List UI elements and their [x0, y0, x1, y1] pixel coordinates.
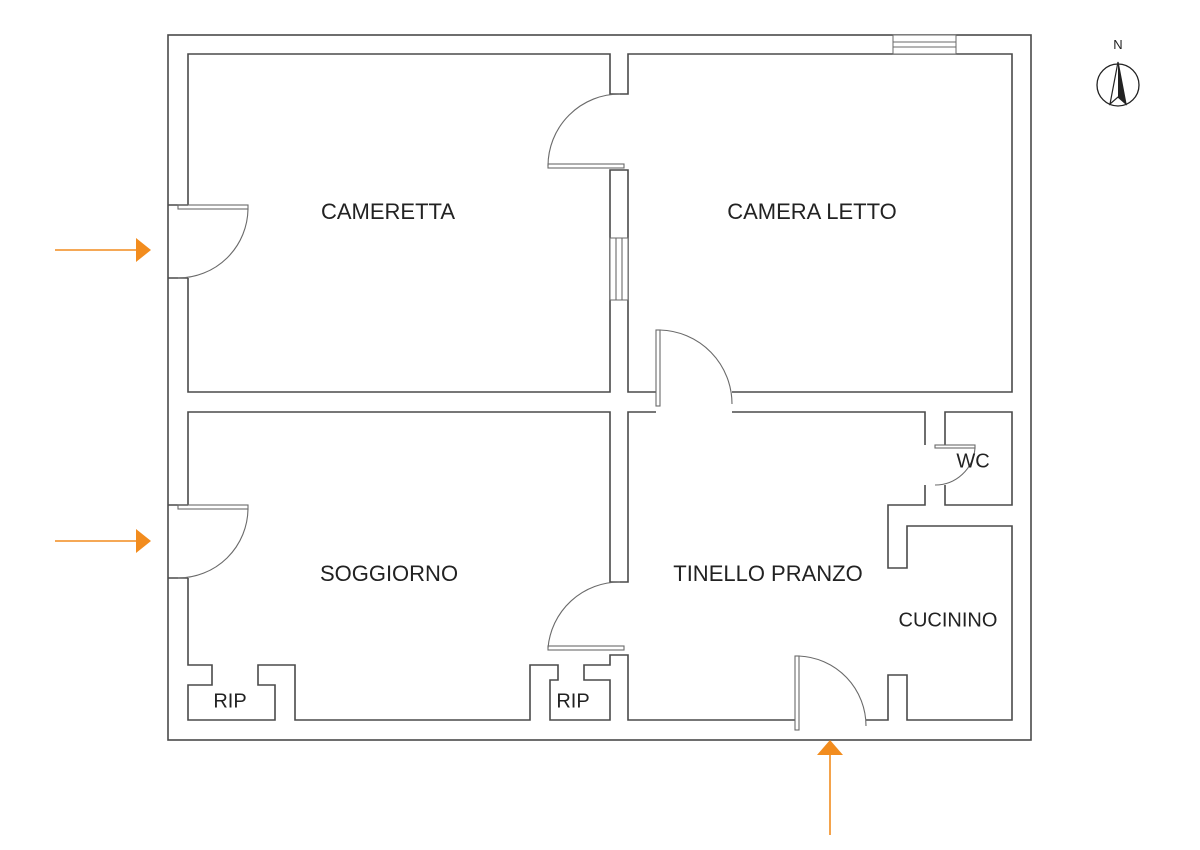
- room-label-wc: WC: [956, 450, 989, 472]
- door-cameretta-camera: [547, 93, 625, 169]
- west-wall-segments: [168, 204, 188, 579]
- room-label-camera-letto: CAMERA LETTO: [727, 199, 897, 224]
- inner-wall-north: [187, 53, 1013, 393]
- south-walls: [187, 578, 795, 721]
- room-label-rip-right: RIP: [556, 690, 589, 712]
- soggiorno-walls: [187, 411, 656, 583]
- arrow-west-upper: [55, 238, 151, 262]
- north-label: N: [1113, 37, 1122, 52]
- room-label-cameretta: CAMERETTA: [321, 199, 455, 224]
- room-label-rip-left: RIP: [213, 690, 246, 712]
- doors: [177, 93, 976, 731]
- exterior-walls: [167, 34, 1032, 741]
- door-camera-letto: [655, 329, 733, 407]
- arrow-west-lower: [55, 529, 151, 553]
- windows: [609, 34, 957, 301]
- door-wc: [934, 444, 976, 486]
- cameretta-walls: [187, 169, 656, 393]
- door-entrance: [794, 655, 867, 731]
- room-label-cucinino: CUCININO: [899, 609, 998, 631]
- room-labels: CAMERETTA CAMERA LETTO SOGGIORNO TINELLO…: [213, 199, 997, 712]
- room-label-soggiorno: SOGGIORNO: [320, 561, 458, 586]
- entry-arrows: [55, 238, 843, 835]
- wc-walls: [944, 411, 1013, 506]
- north-compass: N: [1096, 37, 1140, 107]
- door-cameretta-west: [177, 204, 249, 279]
- tinello-north-wall: [732, 411, 926, 445]
- door-soggiorno-west: [177, 504, 249, 579]
- cucinino-walls: [866, 485, 1013, 721]
- door-soggiorno-tinello: [547, 581, 625, 651]
- room-label-tinello-pranzo: TINELLO PRANZO: [673, 561, 862, 586]
- arrow-south-entrance: [817, 740, 843, 835]
- window-internal: [609, 237, 629, 301]
- outer-wall-outline: [167, 34, 1032, 741]
- window-camera-letto: [892, 34, 957, 55]
